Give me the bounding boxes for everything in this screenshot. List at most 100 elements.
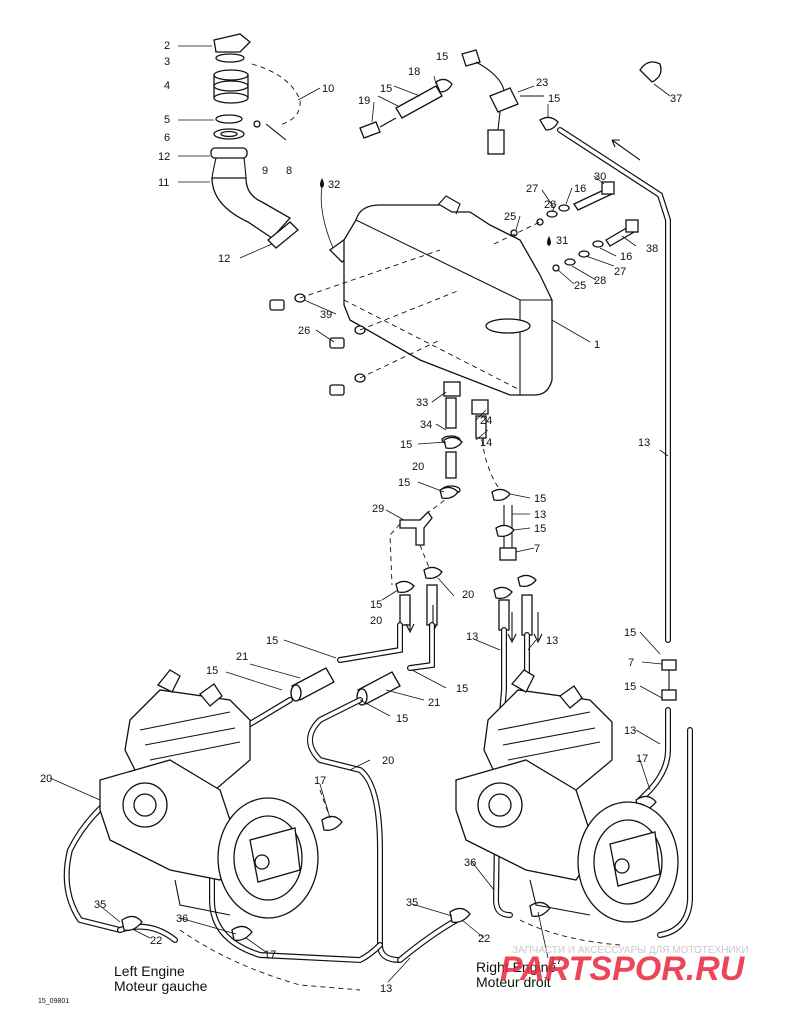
label-15g: 15 <box>534 523 546 535</box>
label-13e: 13 <box>624 725 636 737</box>
label-15a: 15 <box>436 51 448 63</box>
label-23: 23 <box>536 77 548 89</box>
label-13c: 13 <box>466 631 478 643</box>
tank-fasteners <box>493 181 639 272</box>
label-25b: 25 <box>574 280 586 292</box>
label-15e: 15 <box>398 477 410 489</box>
right-engine <box>455 669 679 923</box>
screw-8 <box>265 123 287 141</box>
label-39: 39 <box>320 309 332 321</box>
washer-9 <box>253 120 261 128</box>
label-17b: 17 <box>636 753 648 765</box>
label-15j: 15 <box>206 665 218 677</box>
label-29: 29 <box>372 503 384 515</box>
tank-mount-hardware <box>269 249 461 396</box>
label-20a: 20 <box>412 461 424 473</box>
left-engine-caption-fr: Moteur gauche <box>114 978 208 994</box>
label-20d: 20 <box>382 755 394 767</box>
filler-neck-hose <box>211 177 292 239</box>
label-30: 30 <box>594 171 606 183</box>
left-engine-caption: Left Engine <box>114 963 185 979</box>
filler-cap-assembly <box>210 33 251 181</box>
clamps-15 <box>395 436 537 600</box>
label-21a: 21 <box>236 651 248 663</box>
right-engine-caption-fr: Moteur droit <box>476 974 551 990</box>
label-13f: 13 <box>380 983 392 995</box>
label-24: 24 <box>480 415 492 427</box>
label-38: 38 <box>646 243 658 255</box>
oil-filters-21 <box>290 667 401 706</box>
part-number-labels: 2 3 4 5 6 12 11 12 10 9 8 32 15 15 18 19… <box>40 40 682 995</box>
label-11: 11 <box>158 177 169 189</box>
label-16a: 16 <box>574 183 586 195</box>
label-27b: 27 <box>614 266 626 278</box>
label-36b: 36 <box>176 913 188 925</box>
label-15h: 15 <box>370 599 382 611</box>
y-fitting-29 <box>399 510 433 546</box>
label-34: 34 <box>420 419 432 431</box>
label-31: 31 <box>556 235 568 247</box>
label-17a: 17 <box>314 775 326 787</box>
label-15f: 15 <box>534 493 546 505</box>
label-19: 19 <box>358 95 370 107</box>
label-15i: 15 <box>266 635 278 647</box>
label-12: 12 <box>158 151 170 163</box>
label-32: 32 <box>328 179 340 191</box>
check-valve-7-right <box>661 659 677 701</box>
label-10: 10 <box>322 83 334 95</box>
label-22b: 22 <box>478 933 490 945</box>
label-28a: 28 <box>544 199 556 211</box>
leader-lines <box>49 45 671 983</box>
label-1: 1 <box>594 339 600 351</box>
label-12b: 12 <box>218 253 230 265</box>
watermark-tagline: ЗАПЧАСТИ И АКСЕССУАРЫ ДЛЯ МОТОТЕХНИКИ <box>512 945 749 956</box>
label-13b: 13 <box>638 437 650 449</box>
label-17c: 17 <box>264 949 276 961</box>
watermark-brand: PARTSPOR.RU <box>500 950 746 988</box>
label-14: 14 <box>480 437 492 449</box>
label-18: 18 <box>408 66 420 78</box>
label-2: 2 <box>164 40 170 52</box>
check-valve-7 <box>499 505 517 561</box>
label-20e: 20 <box>40 773 52 785</box>
label-3: 3 <box>164 56 170 68</box>
label-28b: 28 <box>594 275 606 287</box>
vent-line-assembly <box>359 49 559 155</box>
watermark: ЗАПЧАСТИ И АКСЕССУАРЫ ДЛЯ МОТОТЕХНИКИ PA… <box>500 945 749 988</box>
label-21b: 21 <box>428 697 440 709</box>
label-16b: 16 <box>620 251 632 263</box>
label-17d: 17 <box>550 955 562 967</box>
label-26: 26 <box>298 325 310 337</box>
label-9: 9 <box>262 165 268 177</box>
label-7a: 7 <box>534 543 540 555</box>
label-4: 4 <box>164 80 170 92</box>
oil-drop-icon <box>320 178 324 188</box>
oil-tank <box>343 195 553 396</box>
engine-captions: Left Engine Moteur gauche Right Engine M… <box>114 959 556 994</box>
label-20b: 20 <box>370 615 382 627</box>
label-15d: 15 <box>400 439 412 451</box>
label-15n: 15 <box>624 681 636 693</box>
label-37: 37 <box>670 93 682 105</box>
label-15k: 15 <box>456 683 468 695</box>
label-8: 8 <box>286 165 292 177</box>
label-15m: 15 <box>624 627 636 639</box>
left-engine <box>99 669 319 919</box>
label-22a: 22 <box>150 935 162 947</box>
right-engine-caption: Right Engine <box>476 959 556 975</box>
label-13d: 13 <box>546 635 558 647</box>
label-15b: 15 <box>380 83 392 95</box>
hose-clamp-12 <box>267 221 299 249</box>
figure-id: 15_09801 <box>38 998 69 1005</box>
label-5: 5 <box>164 114 170 126</box>
retaining-cord <box>251 63 301 126</box>
clamp-37 <box>639 61 662 83</box>
label-6: 6 <box>164 132 170 144</box>
label-13a: 13 <box>534 509 546 521</box>
label-35b: 35 <box>406 897 418 909</box>
label-25a: 25 <box>504 211 516 223</box>
fittings-17-22 <box>121 795 657 941</box>
label-36a: 36 <box>464 857 476 869</box>
label-20c: 20 <box>462 589 474 601</box>
